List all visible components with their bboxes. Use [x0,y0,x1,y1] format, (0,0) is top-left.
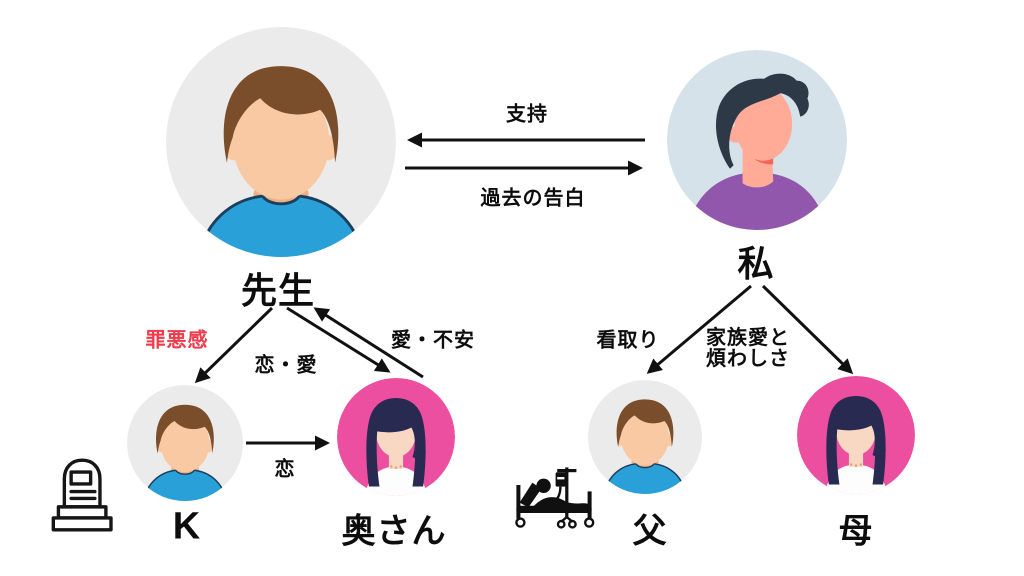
family-love-label-line2: 煩わしさ [706,348,790,370]
mother-avatar [797,376,915,494]
family-love-label: 家族愛と 煩わしさ [706,328,790,370]
support-label: 支持 [506,103,548,126]
deathbed-label: 看取り [596,329,660,352]
sensei-avatar [166,27,396,257]
okusan-label: 奥さん [341,512,447,551]
love-anxiety-label: 愛・不安 [391,329,475,352]
watashi-avatar [667,50,847,230]
family-love-label-line1: 家族愛と [706,327,790,349]
watashi-label: 私 [737,243,775,284]
guilt-label: 罪悪感 [145,329,209,352]
father-label: 父 [632,512,668,551]
tombstone-icon [51,458,113,532]
sensei-label: 先生 [240,270,316,311]
mother-label: 母 [838,512,874,551]
okusan-avatar [337,378,455,496]
k-label: K [172,505,202,548]
confession-label: 過去の告白 [480,187,586,210]
k-avatar [127,385,243,501]
love-romance-label: 恋・愛 [254,354,318,377]
father-avatar [588,380,702,494]
crush-label: 恋 [274,458,296,481]
hospital-bed-icon [515,467,595,529]
